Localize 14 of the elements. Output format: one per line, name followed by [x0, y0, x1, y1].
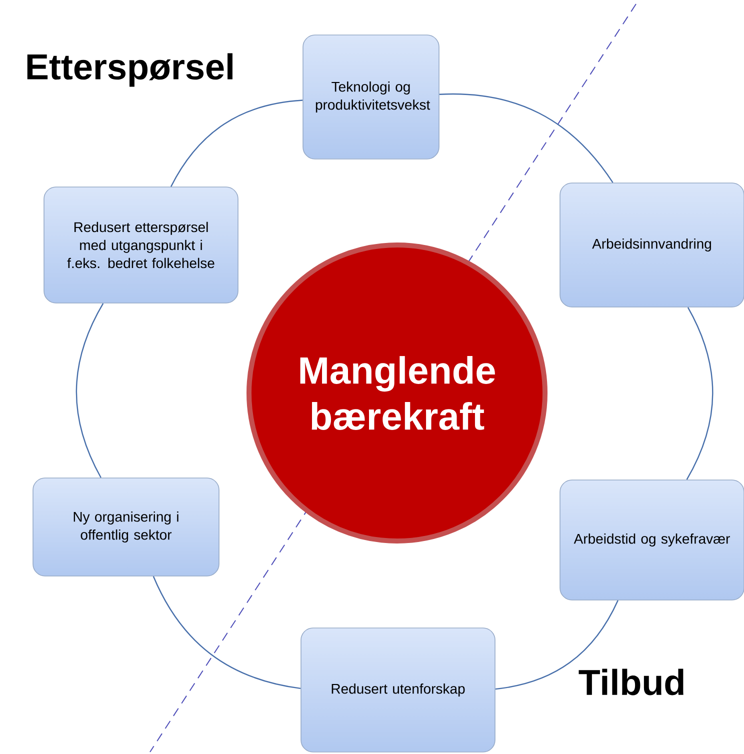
- connector-arc: [495, 600, 618, 690]
- connector-arc: [439, 93, 614, 183]
- rounded-box: Ny organisering i offentlig sektor: [32, 478, 220, 576]
- connector-arc: [152, 576, 301, 690]
- connector-arc: [170, 100, 303, 187]
- connector-arc: [686, 307, 714, 480]
- connector-arc: [76, 303, 104, 478]
- heading-label: Etterspørsel: [27, 53, 232, 87]
- rounded-box: Arbeidsinnvandring: [560, 182, 744, 308]
- rounded-box: Redusert utenforskap: [300, 628, 496, 752]
- rounded-box: Redusert etterspørsel med utgangspunkt i f.eks. bedret folkehelse: [44, 186, 238, 304]
- rounded-box: Arbeidstid og sykefravær: [560, 480, 744, 600]
- rounded-box: Teknologi og produktivitetsvekst: [302, 34, 440, 160]
- heading-label: Tilbud: [578, 668, 684, 696]
